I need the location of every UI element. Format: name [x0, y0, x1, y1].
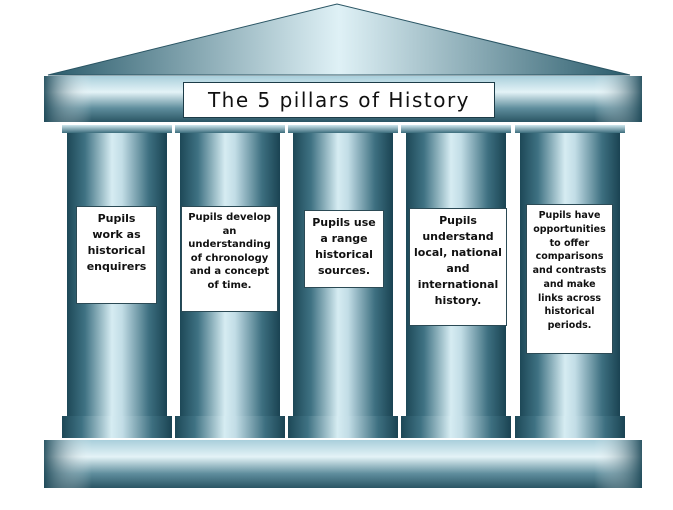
pillar-5-label: Pupils have opportunities to offer compa…: [526, 204, 613, 354]
pillar-3-label: Pupils use a range historical sources.: [304, 210, 384, 288]
pillar-1-label: Pupils work as historical enquirers: [76, 206, 157, 304]
roof-pediment: [47, 3, 631, 76]
pillar-2-label: Pupils develop an understanding of chron…: [181, 206, 278, 312]
pillar-4-label: Pupils understand local, national and in…: [409, 208, 507, 326]
diagram-title: The 5 pillars of History: [183, 82, 495, 118]
